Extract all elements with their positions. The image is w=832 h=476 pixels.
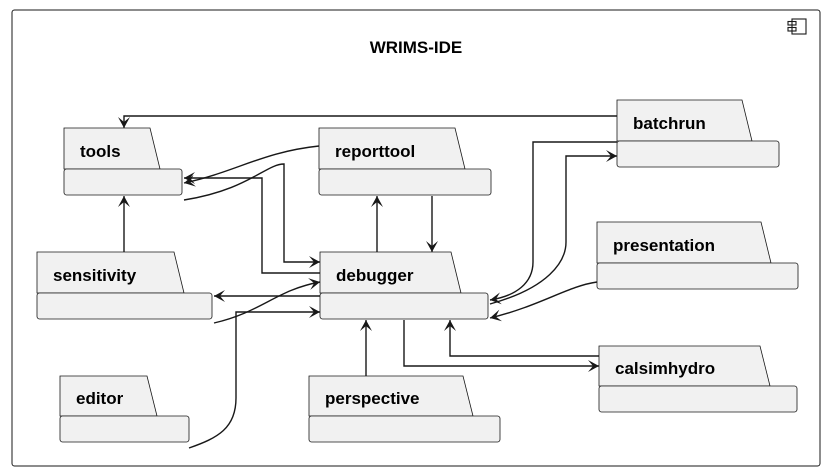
edge-calsimhydro-to-debugger: [444, 320, 599, 357]
package-presentation[interactable]: presentation: [596, 221, 799, 290]
package-calsimhydro[interactable]: calsimhydro: [598, 345, 798, 413]
package-tools[interactable]: tools: [63, 127, 183, 196]
edge-editor-to-debugger: [188, 306, 320, 449]
edge-tools-to-debugger: [183, 163, 320, 268]
edge-batchrun-to-tools: [118, 115, 617, 128]
edge-sensitivity-to-debugger: [213, 278, 321, 324]
package-reporttool[interactable]: reporttool: [318, 127, 492, 196]
package-label: presentation: [613, 236, 715, 255]
edge-debugger-to-calsimhydro: [403, 320, 599, 372]
package-debugger[interactable]: debugger: [319, 251, 489, 320]
package-label: sensitivity: [53, 266, 137, 285]
diagram-title: WRIMS-IDE: [370, 38, 463, 57]
edge-batchrun-to-debugger: [489, 141, 617, 305]
package-label: batchrun: [633, 114, 706, 133]
package-label: editor: [76, 389, 124, 408]
edge-debugger-to-batchrun: [489, 150, 617, 305]
package-label: tools: [80, 142, 121, 161]
edge-reporttool-to-tools: [183, 145, 320, 187]
edge-presentation-to-debugger: [489, 281, 598, 322]
package-label: perspective: [325, 389, 420, 408]
edge-debugger-to-tools: [184, 172, 320, 274]
package-label: calsimhydro: [615, 359, 715, 378]
package-editor[interactable]: editor: [59, 375, 190, 443]
package-sensitivity[interactable]: sensitivity: [36, 251, 213, 320]
package-batchrun[interactable]: batchrun: [616, 99, 780, 168]
package-perspective[interactable]: perspective: [308, 375, 501, 443]
package-label: debugger: [336, 266, 414, 285]
component-icon: [787, 18, 807, 35]
package-label: reporttool: [335, 142, 415, 161]
